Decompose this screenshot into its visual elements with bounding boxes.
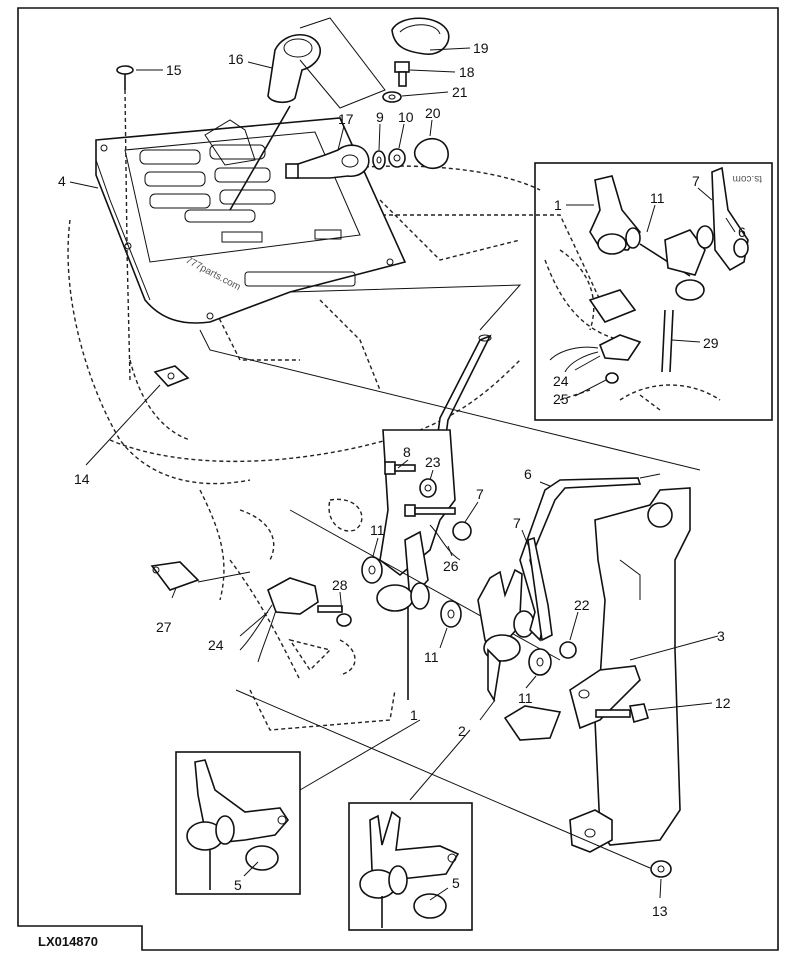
callout-18: 18 xyxy=(459,64,475,80)
detail-2-callout-5: 5 xyxy=(452,875,460,891)
callout-21: 21 xyxy=(452,84,468,100)
callout-17: 17 xyxy=(338,111,354,127)
callout-16: 16 xyxy=(228,51,244,67)
washer-23 xyxy=(419,478,437,498)
callout-27: 27 xyxy=(156,619,172,635)
link-rod-6 xyxy=(519,473,661,642)
inset-callout-11: 11 xyxy=(650,190,665,206)
spring-26 xyxy=(429,524,461,561)
callout-11-left: 11 xyxy=(370,522,385,538)
washer-9 xyxy=(372,150,386,170)
washer-11-mid xyxy=(440,600,462,628)
callout-labels: 15 16 19 18 21 17 9 10 20 4 14 1 11 7 6 … xyxy=(58,40,746,919)
nut-13 xyxy=(650,860,672,878)
shift-knob-16 xyxy=(229,34,321,211)
figure-id: LX014870 xyxy=(38,934,98,949)
diagram-frame xyxy=(17,7,779,951)
mounting-bracket-3 xyxy=(503,487,691,853)
nut-10 xyxy=(388,148,406,168)
watermark-ts: ts.com xyxy=(733,173,762,184)
callout-8: 8 xyxy=(403,444,411,460)
callout-11-right: 11 xyxy=(518,690,533,706)
shift-arm-2 xyxy=(477,568,535,703)
link-7 xyxy=(527,536,553,642)
screw-28 xyxy=(317,605,352,627)
rod-end-17 xyxy=(285,144,370,179)
cap-20 xyxy=(413,137,449,170)
boot-19 xyxy=(391,17,450,55)
inset-callout-25: 25 xyxy=(553,391,569,407)
inset-detail-top xyxy=(534,162,773,421)
bracket-27 xyxy=(150,561,200,591)
shaft xyxy=(289,509,561,661)
callout-7-lower: 7 xyxy=(513,515,521,531)
callout-12: 12 xyxy=(715,695,731,711)
callout-14: 14 xyxy=(74,471,90,487)
nut-22 xyxy=(559,641,577,659)
leader-lines xyxy=(69,47,736,901)
callout-11-mid: 11 xyxy=(424,649,439,665)
callout-2: 2 xyxy=(458,723,466,739)
callout-28: 28 xyxy=(332,577,348,593)
clip-14 xyxy=(153,365,190,387)
callout-13: 13 xyxy=(652,903,668,919)
detail-1-callout-5: 5 xyxy=(234,877,242,893)
washer-21 xyxy=(382,91,402,103)
bolt-18 xyxy=(394,61,410,87)
callout-23: 23 xyxy=(425,454,441,470)
callout-22: 22 xyxy=(574,597,590,613)
callout-26: 26 xyxy=(443,558,459,574)
callout-10: 10 xyxy=(398,109,414,125)
callout-6: 6 xyxy=(524,466,532,482)
callout-9: 9 xyxy=(376,109,384,125)
callout-19: 19 xyxy=(473,40,489,56)
inset-callout-7: 7 xyxy=(692,173,700,189)
inset-callout-6: 6 xyxy=(738,224,746,240)
screw-15 xyxy=(116,65,134,381)
detail-inset-1 xyxy=(175,751,301,895)
callout-24: 24 xyxy=(208,637,224,653)
callout-3: 3 xyxy=(717,628,725,644)
callout-1: 1 xyxy=(410,707,418,723)
bolt-12 xyxy=(595,703,649,723)
bolt-7 xyxy=(404,504,472,541)
switch-24 xyxy=(239,577,319,663)
detail-inset-2 xyxy=(348,802,473,931)
bolt-8 xyxy=(384,461,416,475)
callout-7-upper: 7 xyxy=(476,486,484,502)
inset-callout-1: 1 xyxy=(554,197,562,213)
washer-11-right xyxy=(528,648,552,676)
washer-11-left xyxy=(361,556,383,584)
callout-4: 4 xyxy=(58,173,66,189)
tractor-console-outline xyxy=(67,165,601,731)
inset-callout-24: 24 xyxy=(553,373,569,389)
callout-20: 20 xyxy=(425,105,441,121)
callout-15: 15 xyxy=(166,62,182,78)
inset-callout-29: 29 xyxy=(703,335,719,351)
